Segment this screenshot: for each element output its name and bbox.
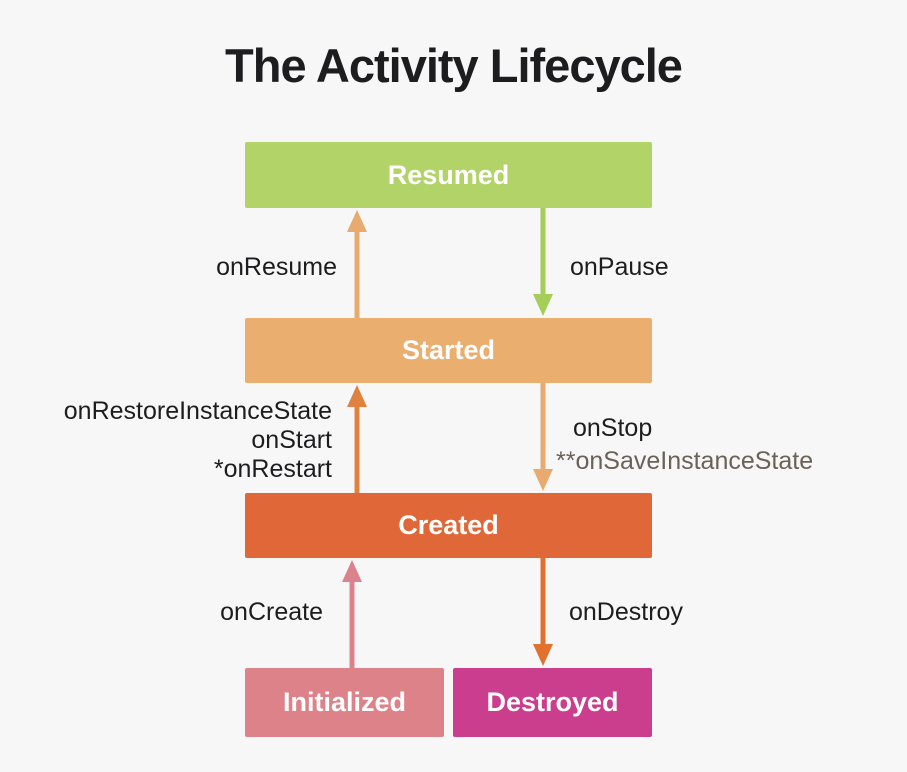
transition-label-on-resume: onResume xyxy=(216,253,337,281)
state-box-started: Started xyxy=(245,318,652,383)
on-start-up-arrow xyxy=(347,385,367,493)
on-resume-up-arrow xyxy=(347,210,367,318)
transition-label-on-restart: *onRestart xyxy=(213,455,332,483)
page-title: The Activity Lifecycle xyxy=(225,39,683,92)
state-label-initialized: Initialized xyxy=(282,687,407,717)
transition-label-on-stop: onStop xyxy=(573,414,653,442)
state-box-resumed: Resumed xyxy=(245,142,652,208)
transition-label-on-start: onStart xyxy=(251,426,332,454)
transition-label-on-start-group: onRestoreInstanceState onStart *onRestar… xyxy=(64,397,332,484)
state-box-destroyed: Destroyed xyxy=(453,668,652,737)
transition-label-on-restore-instance-state: onRestoreInstanceState xyxy=(63,397,332,425)
state-box-created: Created xyxy=(245,493,652,558)
transition-label-on-save-instance-state: **onSaveInstanceState xyxy=(556,447,814,475)
transition-label-on-destroy: onDestroy xyxy=(569,598,683,626)
state-label-destroyed: Destroyed xyxy=(486,687,619,717)
on-pause-down-arrow xyxy=(533,208,553,316)
state-label-created: Created xyxy=(398,510,499,540)
state-label-started: Started xyxy=(401,335,496,365)
transition-label-on-create: onCreate xyxy=(220,598,323,626)
state-box-initialized: Initialized xyxy=(245,668,444,737)
on-create-up-arrow xyxy=(342,560,362,668)
transition-label-on-pause: onPause xyxy=(570,253,669,281)
state-label-resumed: Resumed xyxy=(387,159,510,190)
on-stop-down-arrow xyxy=(533,383,553,491)
on-destroy-down-arrow xyxy=(533,558,553,666)
